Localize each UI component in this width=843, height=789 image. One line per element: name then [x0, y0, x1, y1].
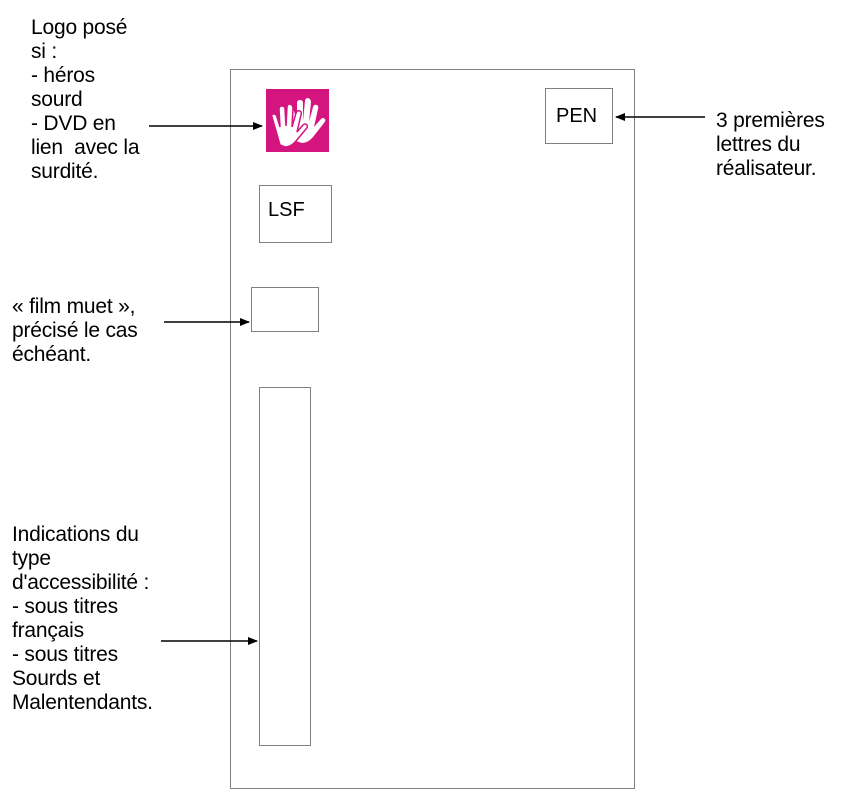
- accessibility-strip: [259, 387, 311, 746]
- director-annotation: 3 premières lettres du réalisateur.: [716, 109, 825, 180]
- director-code-text: PEN: [556, 105, 598, 127]
- silent-film-annotation: « film muet », précisé le cas échéant.: [12, 295, 138, 366]
- hands-sign-language-icon: [271, 98, 326, 148]
- director-code-box: [545, 88, 613, 144]
- lsf-text: LSF: [268, 199, 305, 221]
- lsf-box: [259, 185, 332, 243]
- logo-annotation: Logo posé si : - héros sourd - DVD en li…: [31, 16, 140, 183]
- accessibility-annotation: Indications du type d'accessibilité : - …: [12, 523, 153, 714]
- deaf-logo: [266, 89, 329, 152]
- silent-film-box: [251, 287, 319, 332]
